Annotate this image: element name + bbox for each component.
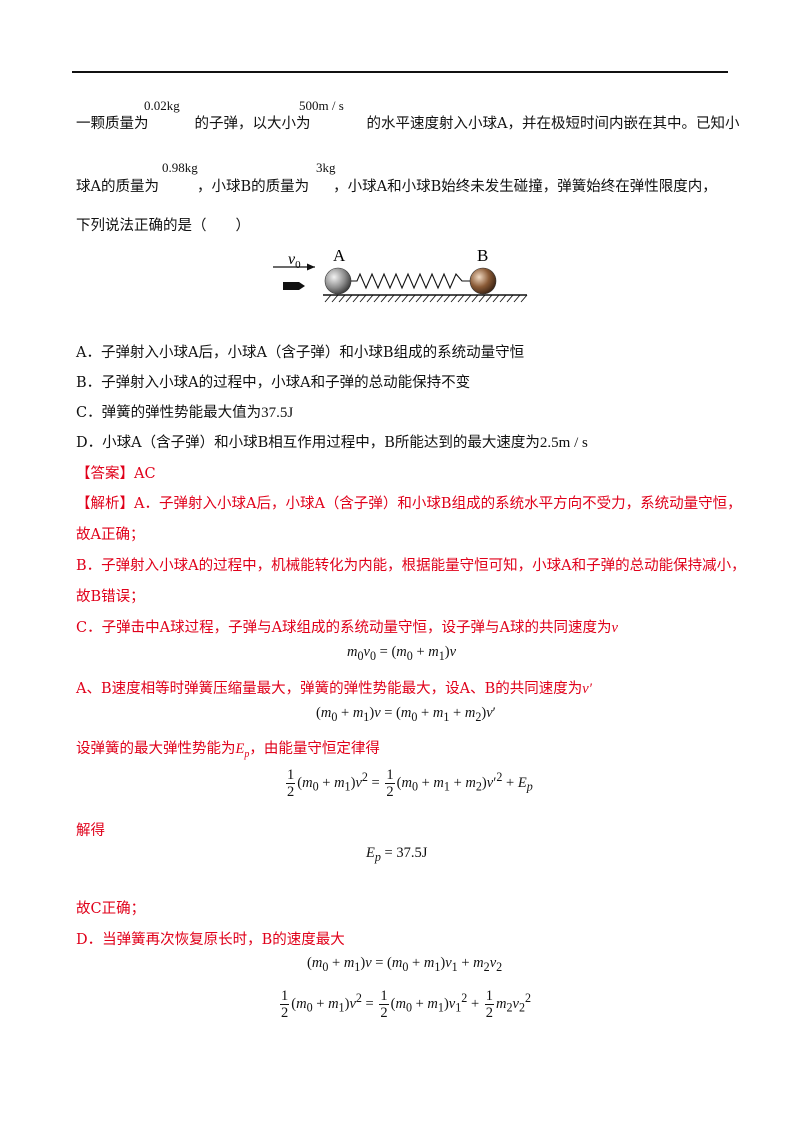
label-b: B	[477, 246, 488, 265]
equation-momentum-2: (m0 + m1)v = (m0 + m1 + m2)v′	[316, 705, 496, 724]
question-line-3: 下列说法正确的是（ ）	[76, 218, 250, 234]
spring-figure: v0 A B	[273, 246, 528, 303]
ball-b-mass: 3kg	[316, 160, 336, 175]
header-rule	[72, 71, 728, 73]
spring	[351, 272, 470, 290]
ball-a-mass: 0.98kg	[162, 160, 198, 175]
answer: 【答案】AC	[76, 466, 156, 482]
analysis-line-6: A、B速度相等时弹簧压缩量最大，弹簧的弹性势能最大，设A、B的共同速度为v′	[76, 681, 592, 697]
analysis-line-8: 解得	[76, 823, 105, 839]
ball-b	[469, 267, 497, 295]
option-d: D．小球A（含子弹）和小球B相互作用过程中，B所能达到的最大速度为2.5m / …	[76, 435, 588, 451]
bullet-speed: 500m / s	[299, 98, 344, 113]
option-c: C．弹簧的弹性势能最大值为37.5J	[76, 405, 294, 421]
analysis-line-5: C．子弹击中A球过程，子弹与A球组成的系统动量守恒，设子弹与A球的共同速度为v	[76, 620, 618, 636]
question-line-2: 球A的质量为，小球B的质量为，小球A和小球B始终未发生碰撞，弹簧始终在弹性限度内…	[76, 179, 717, 195]
analysis-line-10: D．当弹簧再次恢复原长时，B的速度最大	[76, 932, 345, 948]
label-a: A	[333, 246, 346, 265]
option-b: B．子弹射入小球A的过程中，小球A和子弹的总动能保持不变	[76, 375, 471, 391]
equation-result: Ep = 37.5J	[366, 845, 428, 864]
equation-momentum-3: (m0 + m1)v = (m0 + m1)v1 + m2v2	[307, 955, 503, 974]
v0-label: v0	[288, 251, 301, 271]
ground-hatch	[324, 294, 528, 303]
question-line-1: 一颗质量为的子弹，以大小为的水平速度射入小球A，并在极短时间内嵌在其中。已知小	[76, 116, 740, 132]
analysis-line-7: 设弹簧的最大弹性势能为Ep，由能量守恒定律得	[76, 741, 380, 760]
equation-momentum-1: m0v0 = (m0 + m1)v	[347, 644, 457, 663]
analysis-line-4: 故B错误；	[76, 589, 145, 605]
analysis-line-1: 【解析】A．子弹射入小球A后，小球A（含子弹）和小球B组成的系统水平方向不受力，…	[76, 496, 742, 512]
analysis-line-3: B．子弹射入小球A的过程中，机械能转化为内能，根据能量守恒可知，小球A和子弹的总…	[76, 558, 746, 574]
ball-a	[324, 267, 352, 295]
analysis-line-9: 故C正确；	[76, 901, 146, 917]
bullet-icon	[283, 282, 305, 290]
option-a: A．子弹射入小球A后，小球A（含子弹）和小球B组成的系统动量守恒	[76, 345, 525, 361]
bullet-mass: 0.02kg	[144, 98, 180, 113]
analysis-line-2: 故A正确；	[76, 527, 145, 543]
